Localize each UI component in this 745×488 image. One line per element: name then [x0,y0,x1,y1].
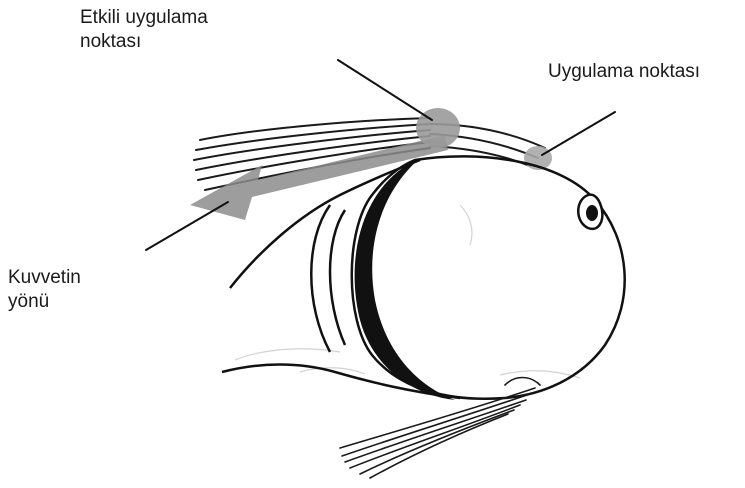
lower-eyelid [222,365,460,399]
muscle-fibers-lower [340,378,540,479]
label-effective-line-2: noktası [80,30,208,54]
leader-application-point [542,112,615,155]
label-effective-application-point: Etkili uygulama noktası [80,6,208,54]
label-application-point: Uygulama noktası [548,60,700,84]
label-direction-line-1: Kuvvetin [8,266,81,290]
lens-curve-outer [311,205,330,352]
lens-curve [330,210,345,345]
label-force-direction: Kuvvetin yönü [8,266,81,314]
label-application-text: Uygulama noktası [548,60,700,84]
optic-disc-center [586,205,598,221]
leader-force-direction [146,202,228,250]
label-direction-line-2: yönü [8,290,81,314]
cornea-crescent [355,158,455,400]
leader-effective-point [338,60,432,120]
label-effective-line-1: Etkili uygulama [80,6,208,30]
